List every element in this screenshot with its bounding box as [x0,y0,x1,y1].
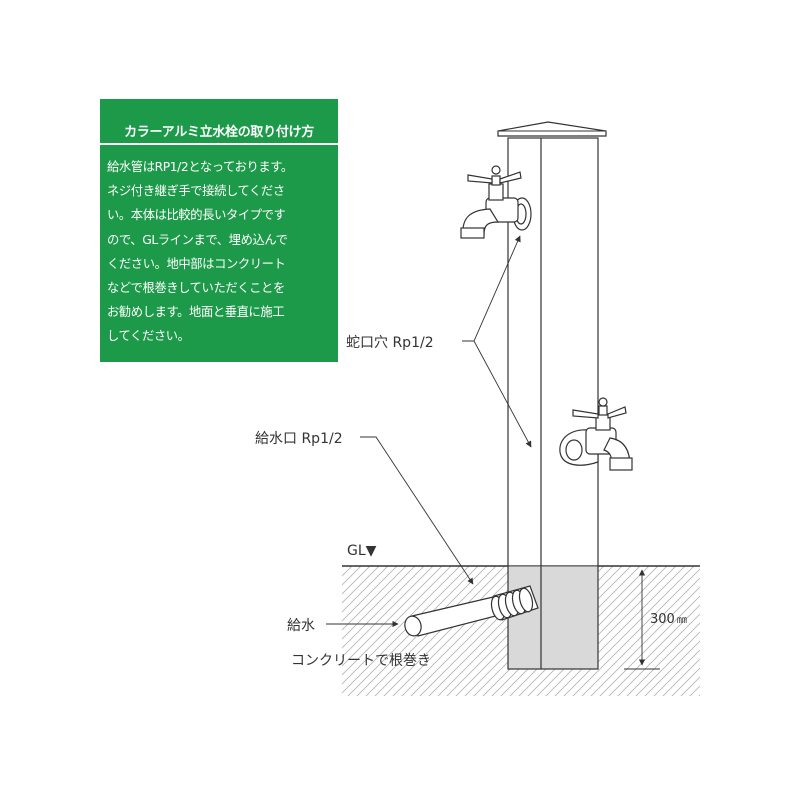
info-box-text: 給水管はRP1/2となっております。 ネジ付き継ぎ手で接続してくださ い。本体は… [107,155,335,349]
faucet-hole-leader-upper [462,235,521,342]
upper-faucet [460,165,532,239]
info-line-3: い。本体は比較的長いタイプです [107,208,286,223]
depth-dimension [624,569,660,670]
water-supply-label: 給水 [287,618,315,634]
ground-line-label: GL▼ [347,543,377,559]
faucet-hole-leader-lower [473,340,532,448]
post-cap [497,121,607,137]
water-post [497,121,607,670]
lower-faucet [559,397,633,471]
concrete-label: コンクリートで根巻き [291,653,431,669]
info-line-5: ください。地中部はコンクリート [107,256,286,271]
info-line-4: ので、GLラインまで、埋め込んで [107,232,288,247]
info-line-7: お勧めします。地面と垂直に施工 [107,305,285,320]
faucet-hole-label: 蛇口穴 Rp1/2 [346,335,434,351]
info-box-divider [100,143,338,145]
water-inlet-leader [360,436,474,585]
installation-info-box: カラーアルミ立水栓の取り付け方 給水管はRP1/2となっております。 ネジ付き継… [100,99,338,362]
supply-pipe [404,585,539,637]
info-line-6: などで根巻きしていただくことを [107,281,285,296]
info-line-2: ネジ付き継ぎ手で接続してくださ [107,184,285,199]
concrete-base [507,565,599,670]
info-line-1: 給水管はRP1/2となっております。 [107,160,293,174]
water-inlet-label: 給水口 Rp1/2 [255,431,343,447]
info-line-8: してください。 [107,329,190,344]
info-box-title: カラーアルミ立水栓の取り付け方 [124,125,314,140]
